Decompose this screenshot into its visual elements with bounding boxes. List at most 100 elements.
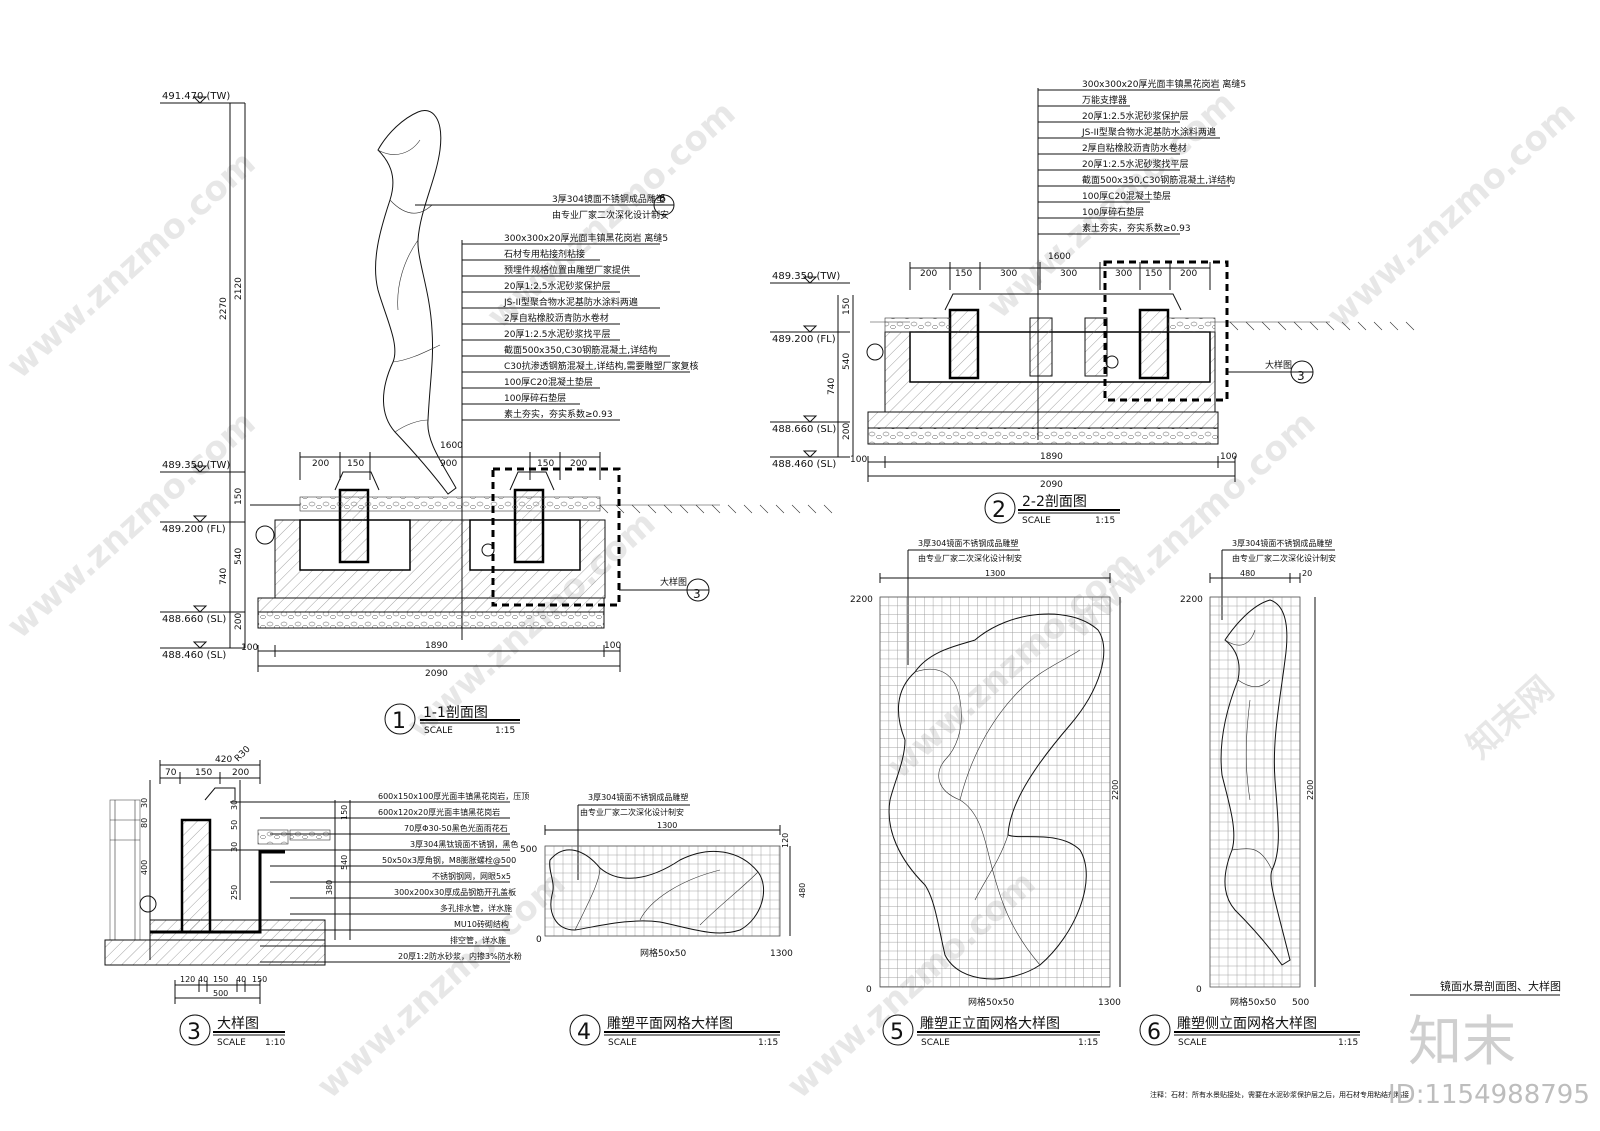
dimension-label: 150 bbox=[195, 768, 212, 778]
section-title-4: 4 雕塑平面网格大样图 SCALE 1:15 bbox=[569, 1014, 780, 1048]
scale-value: 1:15 bbox=[495, 726, 515, 736]
section-1-1: 491.470 (TW) 489.350 (TW) 489.200 (FL) 4… bbox=[160, 91, 833, 736]
detail-5: 3厚304镜面不锈钢成品雕塑 由专业厂家二次深化设计制安 1300 2200 2… bbox=[850, 538, 1121, 1048]
level-label: 491.470 (TW) bbox=[162, 91, 230, 102]
front-grid bbox=[879, 596, 1111, 987]
stone-wall bbox=[948, 308, 980, 380]
layer-label: 300x200x30厚成品钢筋开孔盖板 bbox=[394, 887, 516, 897]
layer-label: JS-II型聚合物水泥基防水涂料两遍 bbox=[1081, 126, 1216, 138]
sculpture-label: 3厚304镜面不锈钢成品雕塑 bbox=[552, 193, 665, 205]
brand-logo: 知末 bbox=[1408, 1010, 1516, 1073]
dimension-label: 150 bbox=[955, 269, 972, 279]
layer-label: 3厚304黑钛镜面不锈钢，黑色 bbox=[410, 839, 518, 849]
dimension-label: 80 bbox=[140, 818, 149, 828]
dimension-label: 40 bbox=[198, 975, 208, 984]
dimension-label: 150 bbox=[340, 805, 349, 820]
dimension-label: 30 bbox=[230, 800, 239, 810]
layer-label: 70厚Φ30-50黑色光面雨花石 bbox=[404, 823, 508, 833]
detail-4: 3厚304镜面不锈钢成品雕塑 由专业厂家二次深化设计制安 1300 120 48… bbox=[520, 792, 807, 1048]
dimension-label: 40 bbox=[236, 975, 246, 984]
detail-6: 3厚304镜面不锈钢成品雕塑 由专业厂家二次深化设计制安 480 20 2200… bbox=[1139, 538, 1360, 1048]
title-number: 4 bbox=[577, 1020, 591, 1045]
sculpture-label: 由专业厂家二次深化设计制安 bbox=[1232, 553, 1336, 563]
dimension-label: 2270 bbox=[219, 297, 229, 320]
dimension-label: 70 bbox=[165, 768, 177, 778]
axis-label: 0 bbox=[536, 935, 542, 945]
sculpture-section bbox=[375, 110, 457, 495]
axis-label: 2200 bbox=[850, 595, 873, 605]
title-number: 2 bbox=[992, 498, 1006, 523]
section-title: 雕塑平面网格大样图 bbox=[607, 1016, 733, 1032]
dimension-label: 2090 bbox=[425, 669, 448, 679]
layer-callouts: 300x300x20厚光面丰镇黑花岗岩 离缝5 石材专用粘接剂粘接 预埋件规格位… bbox=[462, 232, 698, 421]
layer-label: 截面500x350,C30钢筋混凝土,详结构 bbox=[504, 344, 657, 356]
dimension-label: 120 bbox=[180, 975, 195, 984]
layer-label: 600x120x20厚光面丰镇黑花岗岩 bbox=[378, 807, 500, 817]
layer-callouts: 300x300x20厚光面丰镇黑花岗岩 离缝5 万能支撑器 20厚1:2.5水泥… bbox=[1038, 78, 1246, 235]
dimension-label: 150 bbox=[234, 488, 244, 505]
level-label: 489.200 (FL) bbox=[772, 334, 836, 345]
dimension-label: 30 bbox=[230, 842, 239, 852]
grid-note: 网格50x50 bbox=[640, 947, 687, 959]
layer-label: 50x50x3厚角钢，M8膨胀螺栓@500 bbox=[382, 855, 516, 865]
detail-callout-box bbox=[491, 467, 621, 607]
axis-label: 0 bbox=[866, 985, 872, 995]
watermark-text: www.znzmo.com bbox=[0, 143, 263, 386]
axis-label: 1300 bbox=[770, 949, 793, 959]
dimension-label: 300 bbox=[1060, 269, 1077, 279]
dimension-label: 100 bbox=[241, 643, 258, 653]
dimension-label: 420 bbox=[215, 755, 232, 765]
layer-label: 20厚1:2.5水泥砂浆保护层 bbox=[504, 280, 611, 292]
scale-label: SCALE bbox=[921, 1038, 950, 1048]
layer-label: 100厚碎石垫层 bbox=[504, 392, 566, 404]
layer-label: 万能支撑器 bbox=[1082, 94, 1127, 106]
sculpture-label: 由专业厂家二次深化设计制安 bbox=[918, 553, 1022, 563]
axis-label: 500 bbox=[520, 845, 537, 855]
sculpture-label: 3厚304镜面不锈钢成品雕塑 bbox=[1232, 538, 1332, 548]
bottom-dimensions: 100 1890 100 2090 bbox=[241, 641, 621, 679]
scale-value: 1:15 bbox=[1095, 516, 1115, 526]
dimension-label: 540 bbox=[234, 548, 244, 565]
detail-label: 大样图 bbox=[1265, 359, 1292, 371]
section-title-2: 2 2-2剖面图 SCALE 1:15 bbox=[984, 492, 1120, 526]
dimension-label: 200 bbox=[1180, 269, 1197, 279]
section-title: 雕塑侧立面网格大样图 bbox=[1177, 1016, 1317, 1032]
detail-3: 420 70 150 200 R30 30 80 30 50 30 400 25… bbox=[104, 744, 529, 1048]
level-label: 488.460 (SL) bbox=[162, 650, 226, 661]
dimension-label: 1890 bbox=[425, 641, 448, 651]
sculpture-label: 由专业厂家二次深化设计制安 bbox=[580, 807, 684, 817]
drawing-title: 镜面水景剖面图、大样图 bbox=[1440, 979, 1561, 993]
elevation-markers: 491.470 (TW) 489.350 (TW) 489.200 (FL) 4… bbox=[160, 91, 245, 661]
axis-label: 0 bbox=[1196, 985, 1202, 995]
title-number: 6 bbox=[1147, 1020, 1161, 1045]
dimension-label: 150 bbox=[537, 459, 554, 469]
dimension-label: 200 bbox=[312, 459, 329, 469]
layer-label: 20厚1:2.5水泥砂浆找平层 bbox=[1082, 158, 1189, 170]
axis-label: 500 bbox=[1292, 998, 1309, 1008]
layer-label: 不锈钢钢网，网眼5x5 bbox=[432, 871, 511, 881]
dimension-label: 200 bbox=[234, 613, 244, 630]
layer-label: 截面500x350,C30钢筋混凝土,详结构 bbox=[1082, 174, 1235, 186]
layer-label: C30抗渗透钢筋混凝土,详结构,需要雕塑厂家复核 bbox=[504, 360, 698, 372]
layer-label: 石材专用粘接剂粘接 bbox=[504, 248, 585, 260]
dimension-label: 480 bbox=[1240, 569, 1255, 578]
dimension-label: 100 bbox=[850, 455, 867, 465]
dimension-label: 200 bbox=[232, 768, 249, 778]
layer-label: 100厚C20混凝土垫层 bbox=[1082, 190, 1171, 202]
dimension-label: 2090 bbox=[1040, 480, 1063, 490]
layer-label: 20厚1:2防水砂浆，内掺3%防水粉 bbox=[398, 951, 522, 961]
dimension-label: 250 bbox=[230, 885, 239, 900]
section-title-1: 1 1-1剖面图 SCALE 1:15 bbox=[384, 703, 520, 736]
dimension-label: 540 bbox=[842, 353, 852, 370]
detail-label: 大样图 bbox=[660, 576, 687, 588]
detail-ref: 3 bbox=[693, 587, 701, 601]
scale-label: SCALE bbox=[217, 1038, 246, 1048]
section-title: 1-1剖面图 bbox=[423, 705, 488, 721]
dimension-label: 1300 bbox=[657, 821, 677, 830]
title-number: 3 bbox=[187, 1020, 201, 1045]
section-title: 大样图 bbox=[217, 1016, 259, 1032]
elevation-markers: 489.350 (TW) 489.200 (FL) 488.660 (SL) 4… bbox=[770, 271, 850, 470]
dimension-label: 200 bbox=[842, 423, 852, 440]
dimension-label: 300 bbox=[1115, 269, 1132, 279]
